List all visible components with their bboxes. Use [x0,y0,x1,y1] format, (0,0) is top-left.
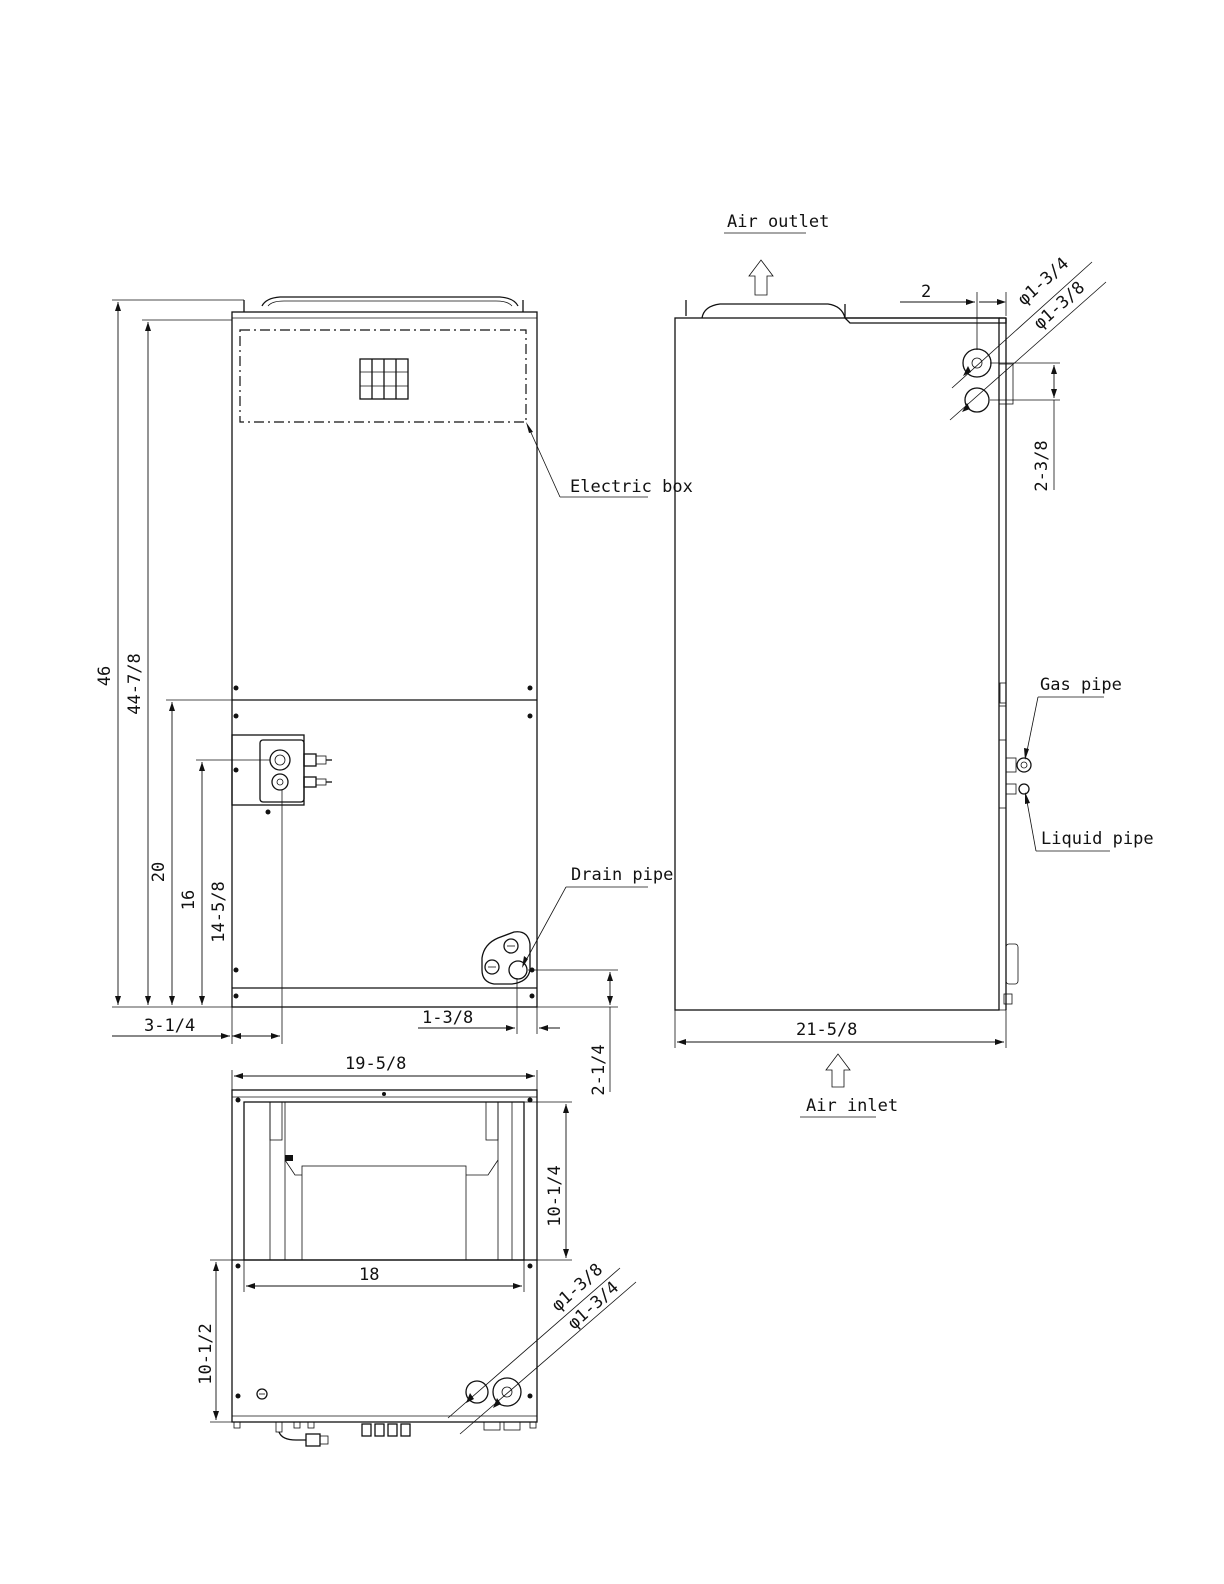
liquid-pipe-connector-icon [272,774,332,790]
dim-height-gas: 16 [179,890,199,910]
dim-height-lower: 20 [149,862,169,882]
dim-height-body: 44-7/8 [125,653,145,714]
dim-offset-left: 3-1/4 [144,1016,195,1036]
dim-depth: 21-5/8 [796,1020,857,1040]
dim-height-total: 46 [95,666,115,686]
side-gas-pipe-icon [1006,758,1031,772]
bottom-screw-icons [236,1092,533,1399]
gas-pipe-label: Gas pipe [1040,675,1122,695]
air-inlet-arrow-icon [826,1054,850,1087]
dim-pipe-spacing: 2-3/8 [1032,440,1052,491]
dim-bottom-width: 19-5/8 [345,1054,406,1074]
screw-icons [234,686,535,999]
terminal-block-icon [360,359,408,399]
side-view [675,300,1031,1010]
air-outlet-arrow-icon [749,260,773,295]
bottom-pipe-fittings-icon [234,1422,536,1446]
dim-offset-drain: 1-3/8 [422,1008,473,1028]
gas-pipe-connector-icon [270,750,332,770]
bottom-view [232,1090,537,1446]
dim-drain-height: 2-1/4 [589,1044,609,1095]
dim-opening-depth: 10-1/4 [545,1165,565,1226]
dim-height-liquid: 14-5/8 [209,881,229,942]
front-view-labels: Electric box Drain pipe [522,422,693,968]
liquid-pipe-label: Liquid pipe [1041,829,1154,849]
airflow-labels: Air outlet Air inlet [724,212,898,1117]
bottom-view-dimensions: 19-5/8 18 10-1/4 10-1/2 φ1-3/8 φ1-3/4 [196,1054,636,1434]
drain-pipe-fitting-icon [482,932,530,984]
front-view [232,297,537,1007]
dim-rear-depth: 10-1/2 [196,1323,216,1384]
bottom-bolt-icon [257,1389,267,1399]
air-outlet-label: Air outlet [727,212,829,232]
dim-pipe-offset: 2 [921,282,931,302]
front-view-dimensions: 46 44-7/8 20 16 14-5/8 3-1/4 1-3/8 2-1/4 [95,300,618,1096]
air-inlet-label: Air inlet [806,1096,898,1116]
side-view-dimensions: 2 φ1-3/4 φ1-3/8 2-3/8 21-5/8 Gas pipe Li… [675,254,1154,1048]
dim-inner-width: 18 [359,1265,379,1285]
side-liquid-pipe-icon [1006,784,1029,794]
drain-pipe-label: Drain pipe [571,865,673,885]
